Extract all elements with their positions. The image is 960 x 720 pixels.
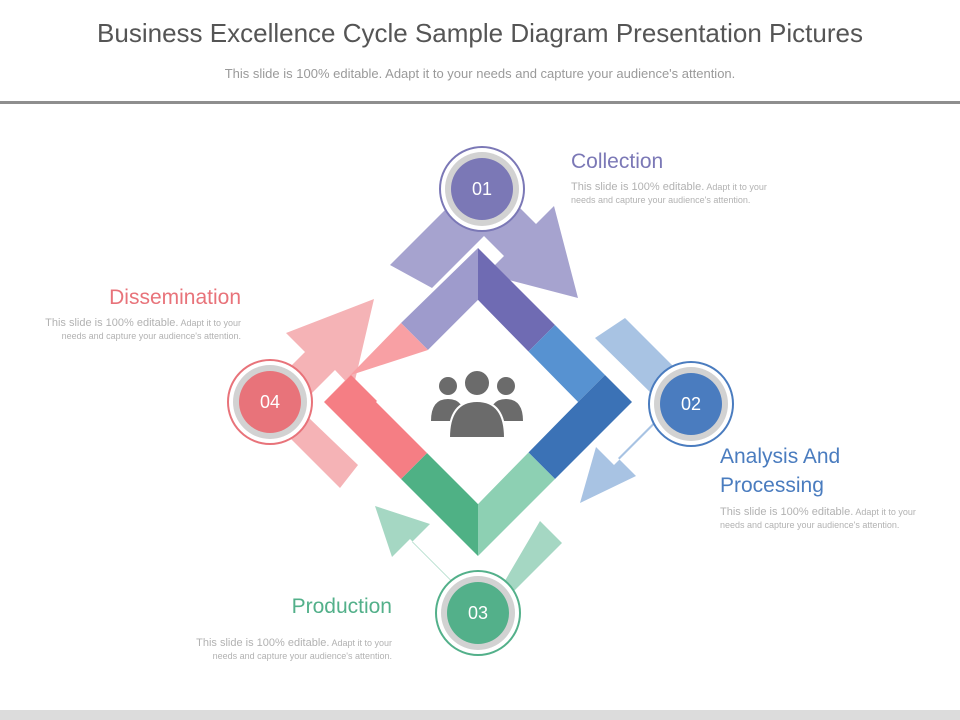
step-desc-rest: Adapt it to your needs and capture your … [720, 507, 916, 530]
diamond-segment-bottom-right [478, 452, 555, 556]
arrow-collection [390, 203, 578, 298]
step-desc-collection: This slide is 100% editable. Adapt it to… [571, 181, 776, 207]
arrow-production [375, 506, 562, 599]
arrow-analysis [580, 318, 675, 503]
node-04 [227, 359, 313, 445]
page-title: Business Excellence Cycle Sample Diagram… [97, 18, 863, 48]
step-desc-analysis: This slide is 100% editable. Adapt it to… [720, 506, 925, 532]
footer-bar [0, 710, 960, 720]
node-02-number: 02 [680, 394, 702, 414]
step-desc-rest: Adapt it to your needs and capture your … [571, 182, 767, 205]
node-01-number: 01 [471, 179, 493, 199]
step-desc-rest: Adapt it to your needs and capture your … [212, 638, 392, 661]
step-desc-lead: This slide is 100% editable. [720, 506, 854, 518]
page-subtitle: This slide is 100% editable. Adapt it to… [224, 66, 736, 81]
diamond-segment-top-left [401, 248, 478, 350]
diamond-segment-left-lower [324, 375, 428, 479]
step-title-dissemination: Dissemination [109, 286, 241, 309]
step-desc-lead: This slide is 100% editable. [45, 317, 179, 329]
step-desc-lead: This slide is 100% editable. [196, 637, 330, 649]
node-01 [439, 146, 525, 232]
arrow-dissemination [277, 299, 374, 488]
step-desc-lead: This slide is 100% editable. [571, 181, 705, 193]
step-title-analysis: Analysis And Processing [720, 445, 841, 497]
step-desc-rest: Adapt it to your needs and capture your … [61, 318, 241, 341]
node-03 [435, 570, 521, 656]
step-title-production: Production [291, 595, 392, 618]
diamond-segment-top-right [478, 248, 555, 352]
diamond-segment-right-upper [528, 325, 605, 402]
step-desc-dissemination: This slide is 100% editable. Adapt it to… [40, 317, 241, 343]
diamond-segment-left-upper [324, 323, 428, 402]
diamond-segment-right-lower [528, 375, 632, 479]
step-desc-production: This slide is 100% editable. Adapt it to… [190, 637, 392, 663]
diamond-segment-bottom-left [401, 452, 478, 556]
step-title-collection: Collection [571, 150, 664, 173]
node-02 [648, 361, 734, 447]
people-group-icon [431, 369, 523, 439]
node-03-number: 03 [467, 603, 489, 623]
node-04-number: 04 [259, 392, 281, 412]
outer-arrows [277, 203, 675, 599]
header-divider [0, 101, 960, 104]
